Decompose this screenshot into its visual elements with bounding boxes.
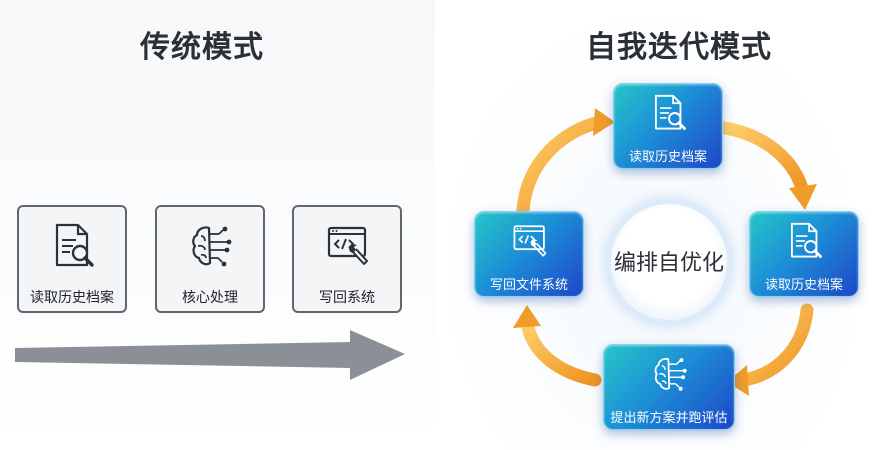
node-right-read-history: 读取历史档案 [749, 211, 859, 297]
traditional-title: 传统模式 [140, 30, 264, 65]
arrow-left-to-top [516, 115, 607, 217]
code-window-wrench-icon [513, 225, 547, 257]
process-arrow [15, 330, 405, 380]
card-label: 读取历史档案 [30, 290, 114, 306]
arrow-bottom-to-left [520, 315, 602, 387]
card-read-history: 读取历史档案 [17, 205, 127, 313]
node-left-write-back: 写回文件系统 [474, 211, 584, 297]
center-circle: 编排自优化 [607, 200, 731, 324]
document-search-icon [655, 94, 686, 130]
node-top-read-history: 读取历史档案 [613, 83, 723, 169]
cycle-arrows [513, 108, 817, 396]
brain-circuit-icon [192, 226, 232, 267]
center-label: 编排自优化 [613, 251, 724, 276]
arrow-right-to-bottom [736, 303, 814, 387]
document-search-icon [55, 223, 94, 267]
brain-circuit-icon [654, 357, 687, 391]
node-label: 读取历史档案 [764, 278, 843, 293]
iterative-title: 自我迭代模式 [586, 30, 772, 65]
node-label: 写回文件系统 [489, 278, 568, 293]
card-label: 核心处理 [182, 290, 238, 306]
code-window-wrench-icon [327, 226, 368, 265]
card-write-back: 写回系统 [292, 205, 402, 313]
node-bottom-propose-evaluate: 提出新方案并跑评估 [603, 344, 735, 430]
node-label: 提出新方案并跑评估 [610, 411, 728, 426]
document-search-icon [791, 222, 822, 258]
arrow-top-to-right [718, 121, 810, 199]
arrow-shape [15, 330, 405, 380]
card-core-processing: 核心处理 [155, 205, 265, 313]
card-label: 写回系统 [319, 290, 375, 306]
node-label: 读取历史档案 [628, 150, 707, 165]
